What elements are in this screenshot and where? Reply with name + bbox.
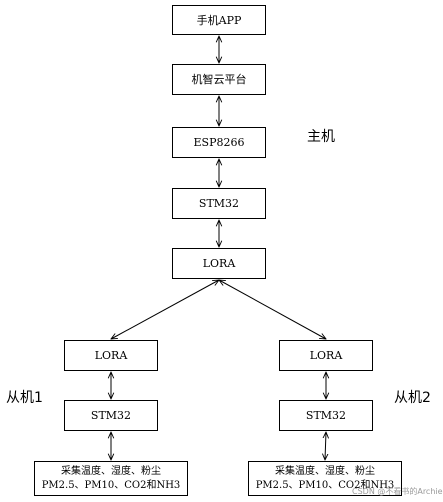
esp8266-label: ESP8266 [193, 136, 245, 149]
cloud-platform-box: 机智云平台 [172, 64, 266, 95]
connector-stm32_slave2-sensor_slave2 [325, 432, 326, 460]
slave2-label: 从机2 [394, 390, 431, 406]
phone-app-label: 手机APP [196, 13, 242, 27]
slave2-lora-label: LORA [309, 349, 343, 362]
cloud-platform-label: 机智云平台 [191, 73, 247, 86]
host-stm32-label: STM32 [198, 197, 240, 210]
host-lora-box: LORA [172, 248, 266, 279]
slave2-stm32-box: STM32 [279, 400, 373, 431]
connector-lora_host-lora_slave2 [219, 280, 326, 339]
watermark: CSDN @不看书的Archie [352, 487, 443, 496]
slave1-sensor-box: 采集温度、湿度、粉尘 PM2.5、PM10、CO2和NH3 [34, 461, 188, 496]
slave2-lora-box: LORA [279, 340, 373, 371]
connector-lora_host-lora_slave1 [111, 280, 219, 339]
slave1-stm32-label: STM32 [90, 409, 132, 422]
slave2-sensor-line1: 采集温度、湿度、粉尘 [275, 465, 375, 477]
slave1-label: 从机1 [6, 390, 43, 406]
slave1-lora-box: LORA [64, 340, 158, 371]
slave1-lora-label: LORA [94, 349, 128, 362]
slave2-sensor-line2: PM2.5、PM10、CO2和NH3 [255, 479, 395, 491]
slave2-stm32-label: STM32 [305, 409, 347, 422]
host-label: 主机 [307, 129, 335, 145]
esp8266-box: ESP8266 [172, 127, 266, 158]
slave1-sensor-line1: 采集温度、湿度、粉尘 [61, 465, 161, 477]
slave1-sensor-line2: PM2.5、PM10、CO2和NH3 [41, 479, 181, 491]
phone-app-box: 手机APP [172, 5, 266, 35]
slave2-sensor-box: 采集温度、湿度、粉尘 PM2.5、PM10、CO2和NH3 [248, 461, 402, 496]
slave1-stm32-box: STM32 [64, 400, 158, 431]
host-stm32-box: STM32 [172, 188, 266, 219]
host-lora-label: LORA [202, 257, 236, 270]
